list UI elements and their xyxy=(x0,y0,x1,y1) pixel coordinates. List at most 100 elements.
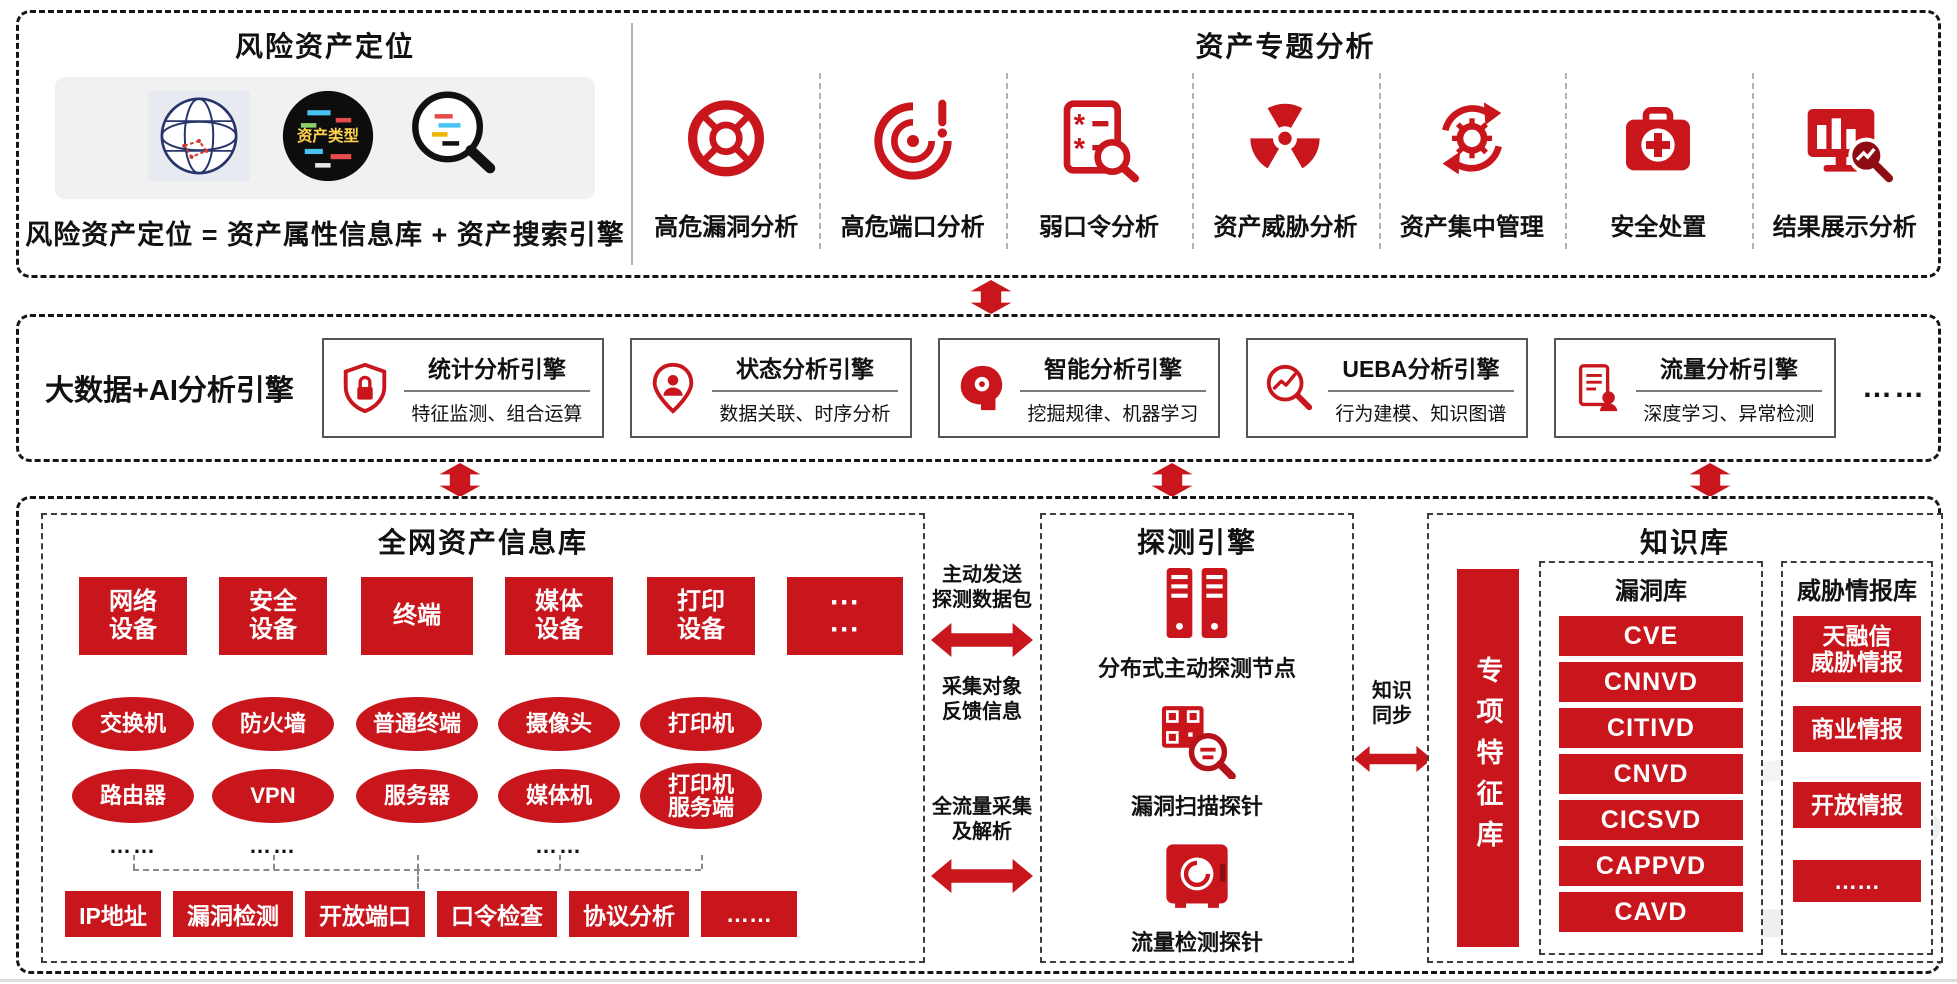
globe-wireframe-icon xyxy=(147,89,251,188)
asset-attr-protocol: 协议分析 xyxy=(569,891,689,937)
arrow-middle-knowledge xyxy=(1688,463,1732,497)
scan-magnifier-icon xyxy=(1042,699,1352,779)
connector xyxy=(559,855,561,869)
probe-item-label: 分布式主动探测节点 xyxy=(1097,656,1296,681)
engine-box-ueba: UEBA分析引擎 行为建模、知识图谱 xyxy=(1245,338,1528,438)
asset-attr-vuln-detect: 漏洞检测 xyxy=(173,891,293,937)
vuln-db-item: CVE xyxy=(1559,616,1743,656)
risk-asset-title: 风险资产定位 xyxy=(234,31,415,62)
engine-title: 状态分析引擎 xyxy=(711,350,898,392)
engine-title: 智能分析引擎 xyxy=(1019,350,1206,392)
asset-item: 路由器 xyxy=(72,769,194,823)
probe-item-label: 流量检测探针 xyxy=(1130,930,1263,955)
asset-item: 交换机 xyxy=(72,697,194,751)
topic-item-result-display: 结果展示分析 xyxy=(1751,67,1938,275)
password-doc-icon: * * xyxy=(1051,77,1147,205)
lifebuoy-icon xyxy=(678,77,774,205)
svg-text:*: * xyxy=(1074,108,1086,141)
connector xyxy=(701,855,703,869)
magnifier-cloud-icon xyxy=(405,87,503,190)
asset-category-more: ··· ··· xyxy=(787,577,903,655)
knowledge-base-box: 知识库 专项特征库 漏洞库 CVE CNNVD CITIVD CNVD CICS… xyxy=(1427,513,1943,963)
asset-topic-title: 资产专题分析 xyxy=(1195,31,1376,62)
topic-label: 高危漏洞分析 xyxy=(654,214,799,241)
report-monitor-icon xyxy=(1797,77,1893,205)
gear-sync-icon xyxy=(1424,77,1520,205)
special-feature-library: 专项特征库 xyxy=(1457,569,1519,947)
connector xyxy=(417,855,419,869)
asset-topic-panel: 资产专题分析 高危漏洞分析 xyxy=(633,13,1938,275)
asset-item: 打印机 服务端 xyxy=(640,763,762,829)
asset-library-title: 全网资产信息库 xyxy=(377,527,588,558)
asset-category-media: 媒体 设备 xyxy=(505,577,613,655)
section-ai-engines: 大数据+AI分析引擎 统计分析引擎 特征监测、组合运算 xyxy=(16,314,1941,462)
svg-text:资产类型: 资产类型 xyxy=(297,126,359,145)
flow-label-feedback: 采集对象 反馈信息 xyxy=(942,676,1022,723)
threat-intel-library-title: 威胁情报库 xyxy=(1797,578,1917,605)
engines-more-label: …… xyxy=(1861,371,1926,404)
magnifier-chart-icon xyxy=(1260,359,1318,417)
engine-subtitle: 行为建模、知识图谱 xyxy=(1335,404,1507,425)
engine-box-statistics: 统计分析引擎 特征监测、组合运算 xyxy=(321,338,604,438)
vulnerability-library-box: 漏洞库 CVE CNNVD CITIVD CNVD CICSVD CAPPVD … xyxy=(1539,561,1763,955)
threat-intel-library-box: 威胁情报库 天融信 威胁情报 商业情报 开放情报 …… xyxy=(1781,561,1933,955)
topic-label: 安全处置 xyxy=(1610,214,1707,241)
brain-icon xyxy=(952,359,1010,417)
asset-category-security: 安全 设备 xyxy=(219,577,327,655)
engine-title: 统计分析引擎 xyxy=(403,350,590,392)
section-top: 风险资产定位 xyxy=(16,10,1941,278)
arrow-middle-assets xyxy=(438,463,482,497)
vuln-db-item: CNNVD xyxy=(1559,662,1743,702)
asset-category-printer: 打印 设备 xyxy=(647,577,755,655)
asset-more-dots: …… xyxy=(249,833,297,858)
topic-item-asset-threat: 资产威胁分析 xyxy=(1192,67,1378,275)
probe-engine-title: 探测引擎 xyxy=(1136,527,1257,558)
vulnerability-library-title: 漏洞库 xyxy=(1615,578,1687,605)
topic-label: 结果展示分析 xyxy=(1772,214,1917,241)
asset-category-network: 网络 设备 xyxy=(79,577,187,655)
topic-label: 弱口令分析 xyxy=(1039,214,1160,241)
asset-attr-ip: IP地址 xyxy=(65,891,161,937)
flow-arrow-traffic xyxy=(930,859,1034,893)
svg-text:*: * xyxy=(1074,132,1086,165)
flow-label-send: 主动发送 探测数据包 xyxy=(932,564,1032,611)
engine-box-intelligent: 智能分析引擎 挖掘规律、机器学习 xyxy=(937,338,1220,438)
flow-arrow-send-feedback xyxy=(930,623,1034,657)
asset-more-dots: …… xyxy=(109,833,157,858)
topic-label: 高危端口分析 xyxy=(840,214,985,241)
knowledge-base-title: 知识库 xyxy=(1639,527,1730,558)
asset-more-dots: …… xyxy=(535,833,583,858)
page-bottom-edge xyxy=(0,979,1957,982)
asset-item: 普通终端 xyxy=(356,697,478,751)
vuln-db-item: CAPPVD xyxy=(1559,846,1743,886)
arrow-middle-probe xyxy=(1150,463,1194,497)
topic-item-security-disposal: 安全处置 xyxy=(1565,67,1751,275)
intel-item: …… xyxy=(1793,860,1921,902)
probe-engine-box: 探测引擎 分布式主动探测节点 xyxy=(1040,513,1354,963)
engine-title: 流量分析引擎 xyxy=(1635,350,1822,392)
ai-engine-label: 大数据+AI分析引擎 xyxy=(45,375,294,407)
vuln-db-item: CICSVD xyxy=(1559,800,1743,840)
vuln-db-item: CITIVD xyxy=(1559,708,1743,748)
server-rack-icon xyxy=(1042,561,1352,645)
engine-title: UEBA分析引擎 xyxy=(1327,350,1514,392)
radar-alert-icon xyxy=(865,77,961,205)
asset-item: 打印机 xyxy=(640,697,762,751)
asset-attr-more: …… xyxy=(701,891,797,937)
asset-item: 防火墙 xyxy=(212,697,334,751)
topic-item-central-management: 资产集中管理 xyxy=(1378,67,1565,275)
vuln-db-item: CNVD xyxy=(1559,754,1743,794)
engine-box-traffic: 流量分析引擎 深度学习、异常检测 xyxy=(1553,338,1836,438)
asset-category-terminal: 终端 xyxy=(361,577,473,655)
asset-attr-password-check: 口令检查 xyxy=(437,891,557,937)
risk-asset-panel: 风险资产定位 xyxy=(19,13,631,275)
document-user-icon xyxy=(1568,359,1626,417)
topic-row: 高危漏洞分析 高危端口分析 xyxy=(633,67,1938,275)
intel-item: 开放情报 xyxy=(1793,782,1921,828)
topic-item-high-risk-vuln: 高危漏洞分析 xyxy=(633,67,819,275)
radiation-icon xyxy=(1237,77,1333,205)
asset-item: VPN xyxy=(212,769,334,823)
engine-subtitle: 特征监测、组合运算 xyxy=(411,404,583,425)
section-bottom: 全网资产信息库 网络 设备 安全 设备 终端 媒体 设备 打印 设备 ··· ·… xyxy=(16,496,1943,974)
